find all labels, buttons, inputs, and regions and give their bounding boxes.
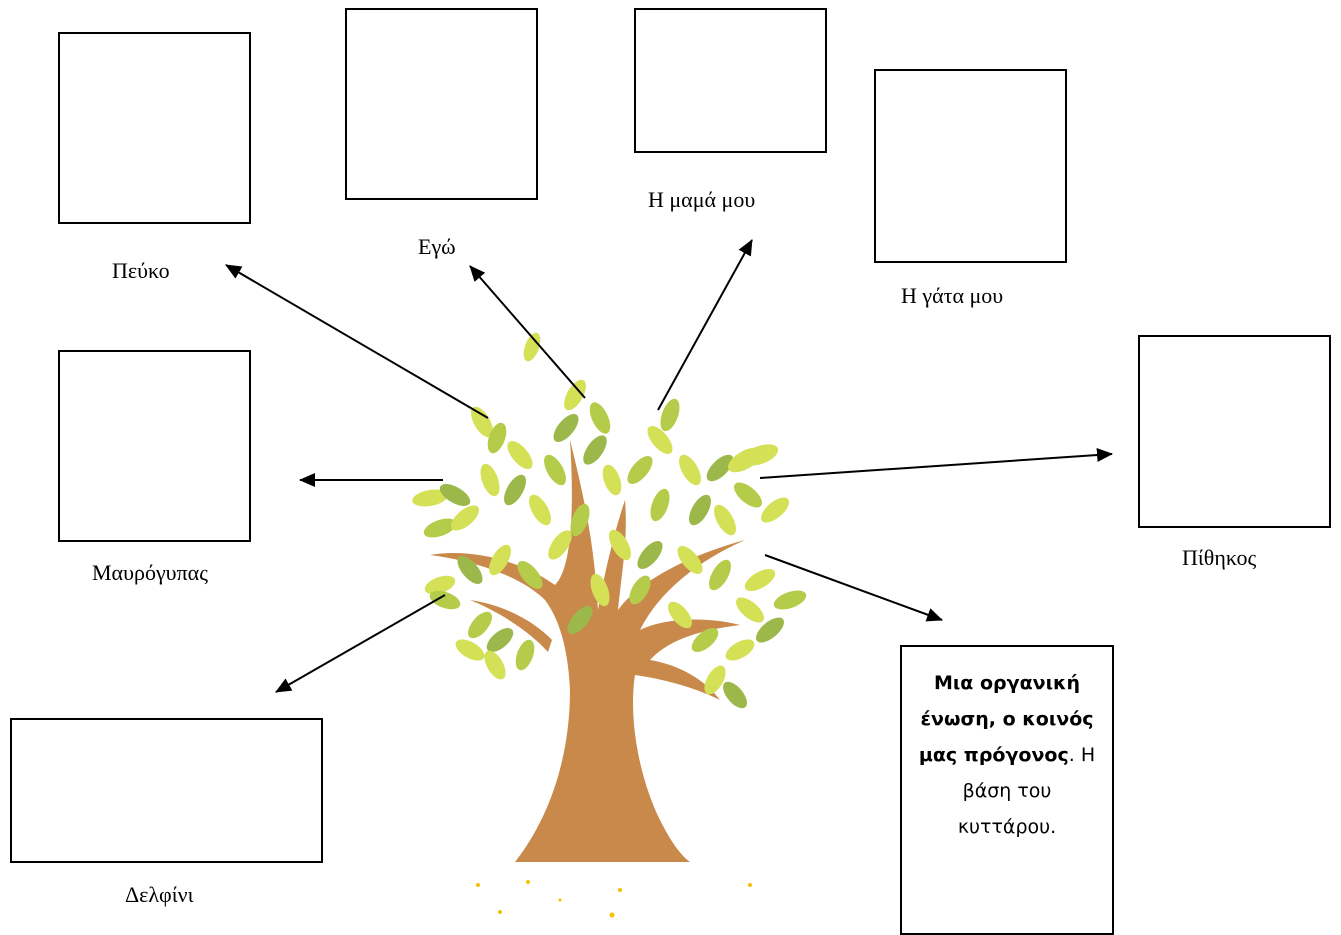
- note-bold-text: Μια οργανική ένωση, ο κοινός μας πρόγονο…: [918, 672, 1094, 766]
- monkey-image-box[interactable]: [1138, 335, 1331, 528]
- pine-label: Πεύκο: [112, 258, 170, 283]
- arrow-to-me: [469, 265, 586, 399]
- vulture-image-box[interactable]: [58, 350, 251, 542]
- common-ancestor-note: Μια οργανική ένωση, ο κοινός μας πρόγονο…: [900, 645, 1114, 935]
- cat-image-box[interactable]: [874, 69, 1067, 263]
- arrow-to-dolphin: [275, 594, 446, 693]
- arrow-to-note: [764, 554, 943, 622]
- mom-image-box[interactable]: [634, 8, 827, 153]
- arrow-to-mom: [657, 239, 753, 411]
- pine-image-box[interactable]: [58, 32, 251, 224]
- ground-sparkles: [476, 880, 752, 918]
- note-plain-text: Η βάση του κυττάρου.: [957, 744, 1096, 838]
- tree-trunk: [430, 440, 745, 862]
- note-period: .: [1068, 744, 1075, 766]
- tree-leaves: [412, 332, 807, 709]
- arrow-to-monkey-end: [759, 448, 1113, 479]
- monkey-label: Πίθηκος: [1182, 545, 1257, 570]
- mom-label: Η μαμά μου: [648, 187, 756, 212]
- dolphin-label: Δελφίνι: [125, 882, 194, 907]
- arrow-to-pine: [225, 264, 489, 419]
- cat-label: Η γάτα μου: [901, 283, 1004, 308]
- arrows: [225, 239, 1113, 693]
- vulture-label: Μαυρόγυπας: [92, 560, 208, 585]
- me-label: Εγώ: [418, 234, 456, 259]
- me-image-box[interactable]: [345, 8, 538, 200]
- dolphin-image-box[interactable]: [10, 718, 323, 863]
